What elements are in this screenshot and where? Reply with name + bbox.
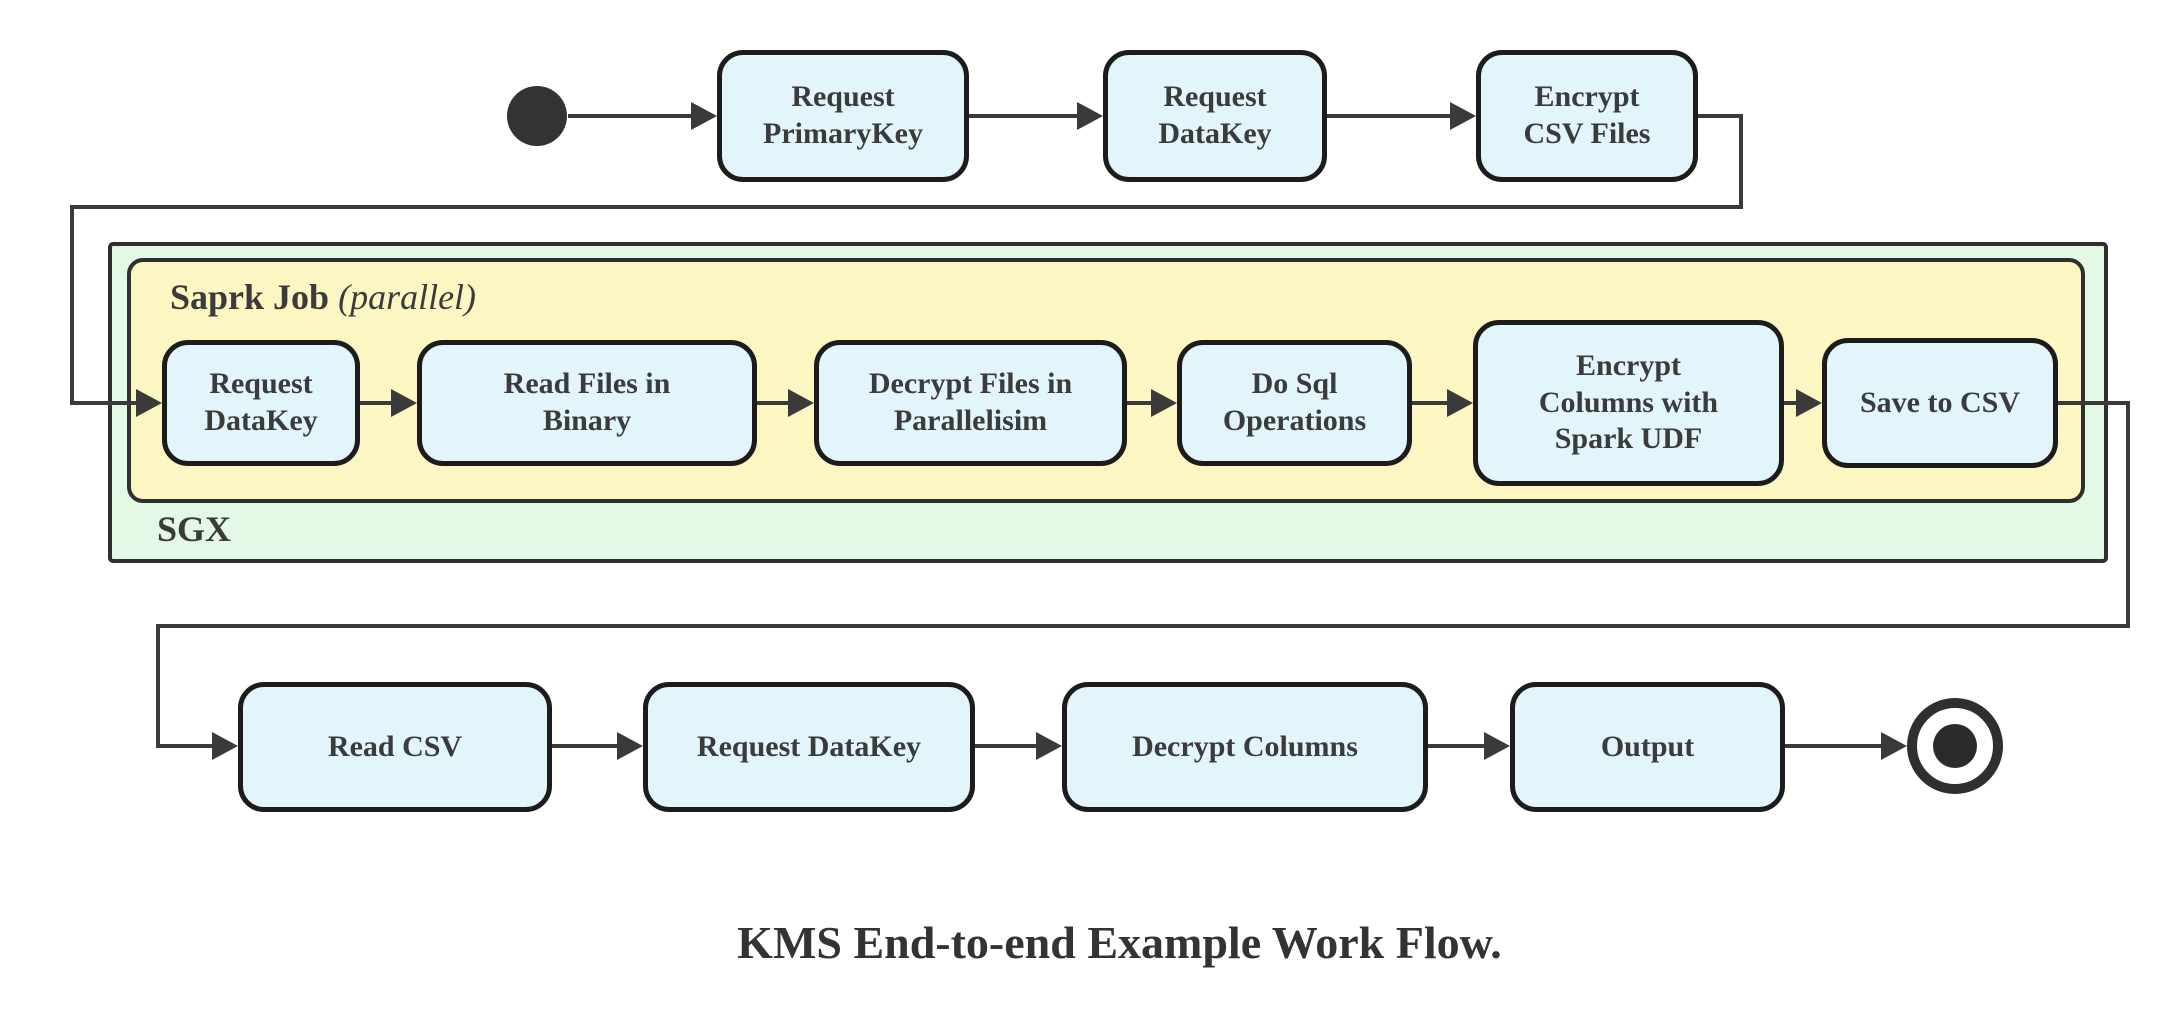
arrow-head [1796, 389, 1822, 417]
connector-segment [1785, 744, 1885, 748]
arrow-head [691, 102, 717, 130]
node-request-datakey-top: Request DataKey [1103, 50, 1327, 182]
connector-segment [975, 744, 1040, 748]
connector-segment [1412, 401, 1451, 405]
arrow-head [1450, 102, 1476, 130]
node-request-primarykey: Request PrimaryKey [717, 50, 969, 182]
connector-segment [969, 114, 1081, 118]
connector-segment [70, 205, 1743, 209]
node-read-files-in-binary: Read Files in Binary [417, 340, 757, 466]
connector-segment [552, 744, 621, 748]
spark-job-title: Saprk Job [170, 277, 330, 317]
arrow-head [788, 389, 814, 417]
connector-segment [2126, 401, 2130, 628]
connector-segment [156, 624, 2130, 628]
spark-job-qualifier: (parallel) [338, 277, 477, 317]
arrow-head [1881, 732, 1907, 760]
connector-segment [1127, 401, 1155, 405]
node-decrypt-columns: Decrypt Columns [1062, 682, 1428, 812]
connector-segment [70, 205, 74, 405]
node-encrypt-csv-files: Encrypt CSV Files [1476, 50, 1698, 182]
connector-segment [1327, 114, 1454, 118]
connector-segment [568, 114, 695, 118]
arrow-head [136, 389, 162, 417]
node-decrypt-files-in-parallelism: Decrypt Files in Parallelisim [814, 340, 1127, 466]
connector-segment [1784, 401, 1800, 405]
connector-segment [70, 401, 136, 405]
node-request-datakey-spark: Request DataKey [162, 340, 360, 466]
connector-segment [2058, 401, 2130, 405]
connector-segment [1739, 114, 1743, 209]
sgx-label: SGX [157, 509, 232, 549]
connector-segment [1428, 744, 1488, 748]
node-encrypt-columns-with-spark-udf: Encrypt Columns with Spark UDF [1473, 320, 1784, 486]
connector-segment [1698, 114, 1743, 118]
connector-segment [360, 401, 395, 405]
spark-job-label: Saprk Job (parallel) [170, 276, 476, 318]
final-state-icon [1907, 698, 2003, 794]
node-do-sql-operations: Do Sql Operations [1177, 340, 1412, 466]
final-state-core-icon [1933, 724, 1977, 768]
node-request-datakey-bottom: Request DataKey [643, 682, 975, 812]
arrow-head [391, 389, 417, 417]
node-read-csv: Read CSV [238, 682, 552, 812]
arrow-head [1484, 732, 1510, 760]
arrow-head [1151, 389, 1177, 417]
arrow-head [617, 732, 643, 760]
node-save-to-csv: Save to CSV [1822, 338, 2058, 468]
node-output: Output [1510, 682, 1785, 812]
connector-segment [156, 744, 216, 748]
arrow-head [1077, 102, 1103, 130]
connector-segment [757, 401, 792, 405]
arrow-head [1447, 389, 1473, 417]
initial-state-icon [507, 86, 567, 146]
connector-segment [156, 624, 160, 748]
arrow-head [212, 732, 238, 760]
arrow-head [1036, 732, 1062, 760]
diagram-caption: KMS End-to-end Example Work Flow. [737, 917, 1502, 968]
